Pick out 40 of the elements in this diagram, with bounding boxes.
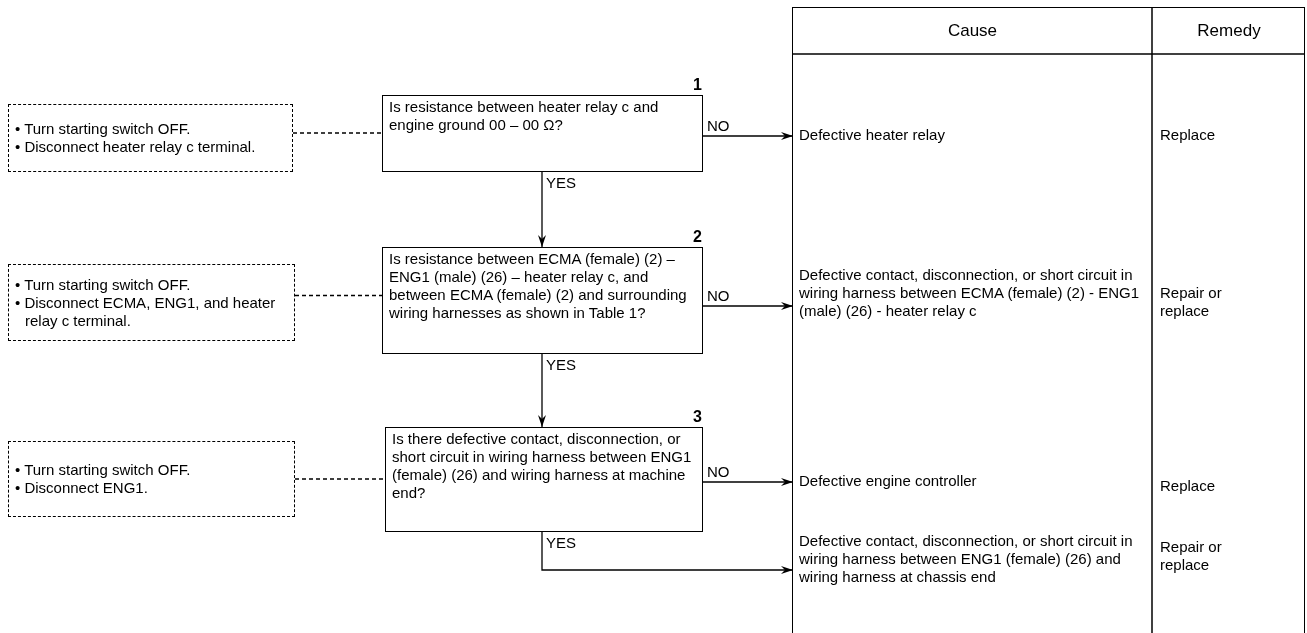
instruction-text: • Turn starting switch OFF. (15, 275, 192, 294)
remedy-text: Repair or replace (1160, 284, 1223, 320)
instruction-text: • Turn starting switch OFF. (15, 461, 192, 479)
arrow (538, 353, 546, 428)
dashed-connector (294, 478, 386, 480)
remedy-text: Replace (1160, 126, 1217, 144)
column-header: Remedy (1196, 22, 1262, 40)
edge-label: NO (707, 464, 730, 480)
instruction-text: • Disconnect ECMA, ENG1, and heater relay c terminal. (15, 293, 277, 330)
edge-label: NO (707, 288, 730, 304)
arrow (702, 132, 794, 140)
arrow (541, 531, 794, 574)
cause-text: Defective contact, disconnection, or short circuit in wiring harness between ECMA (female) (2) - ENG1 (male) (26) - heater relay c (793, 266, 1149, 346)
dashed-connector (294, 294, 383, 297)
arrow (702, 478, 794, 486)
instruction-text: • Disconnect heater relay c terminal. (15, 138, 257, 156)
instruction-box (8, 104, 293, 172)
dashed-connector (292, 132, 383, 134)
cause-text: Defective engine controller (793, 472, 1149, 492)
arrow (702, 302, 794, 310)
edge-label: YES (546, 535, 576, 551)
question-text: Is there defective contact, disconnection, or short circuit in wiring harness between ENG1 (female) (26) and wiring harness at machine end? (392, 430, 693, 502)
remedy-text: Replace (1160, 477, 1217, 495)
instruction-text: • Disconnect ENG1. (15, 479, 149, 497)
step-number: 2 (693, 228, 702, 246)
edge-label: YES (546, 175, 576, 191)
instruction-text: • Turn starting switch OFF. (15, 120, 192, 138)
question-text: Is resistance between heater relay c and engine ground 00 – 00 Ω? (389, 98, 660, 134)
edge-label: YES (546, 357, 576, 373)
cause-text: Defective heater relay (793, 126, 1149, 146)
arrow (538, 171, 546, 248)
cause-text: Defective contact, disconnection, or short circuit in wiring harness between ENG1 (female) (26) and wiring harness at chassis end (793, 532, 1149, 612)
step-number: 1 (693, 76, 702, 94)
column-header: Cause (946, 22, 999, 40)
remedy-text: Repair or replace (1160, 538, 1223, 574)
edge-label: NO (707, 118, 730, 134)
instruction-box (8, 264, 295, 341)
step-number: 3 (693, 408, 702, 426)
instruction-box (8, 441, 295, 517)
question-text: Is resistance between ECMA (female) (2) – ENG1 (male) (26) – heater relay c, and between ECMA (female) (2) and surrounding wiring harnesses as shown in Table 1? (389, 250, 688, 322)
